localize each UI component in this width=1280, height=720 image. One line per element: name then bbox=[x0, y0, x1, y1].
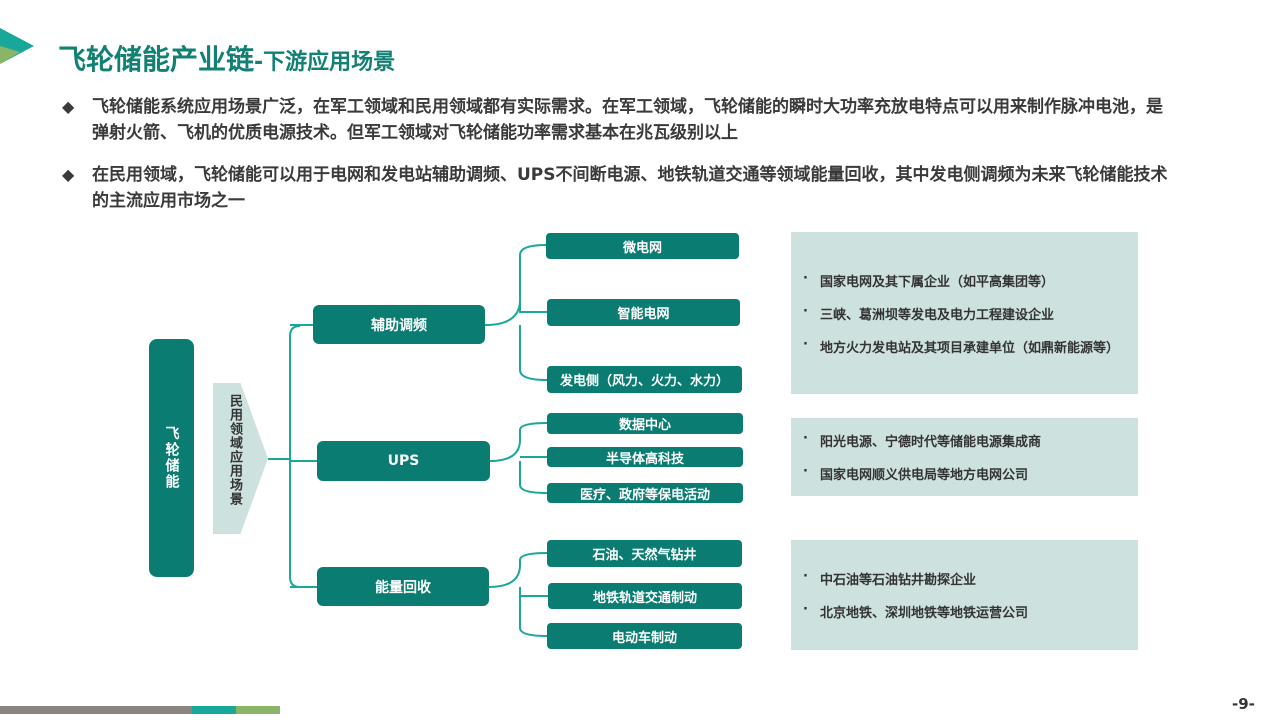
company-item: ·北京地铁、深圳地铁等地铁运营公司 bbox=[803, 602, 1028, 621]
companies-panel-frequency: ·国家电网及其下属企业（如平高集团等） ·三峡、葛洲坝等发电及电力工程建设企业 … bbox=[791, 232, 1138, 394]
bullet-text: 在民用领域，飞轮储能可以用于电网和发电站辅助调频、UPS不间断电源、地铁轨道交通… bbox=[92, 165, 1168, 211]
group-node-ups: UPS bbox=[317, 441, 490, 481]
company-item: ·国家电网及其下属企业（如平高集团等） bbox=[803, 270, 1054, 290]
group-node-frequency: 辅助调频 bbox=[313, 305, 485, 344]
bullet-item: ◆ 飞轮储能系统应用场景广泛，在军工领域和民用领域都有实际需求。在军工领域，飞轮储… bbox=[62, 94, 1172, 146]
item-node: 微电网 bbox=[546, 233, 739, 259]
item-node: 医疗、政府等保电活动 bbox=[547, 483, 743, 503]
item-node: 半导体高科技 bbox=[547, 447, 743, 467]
company-item: ·阳光电源、宁德时代等储能电源集成商 bbox=[803, 431, 1041, 450]
title-sub: -下游应用场景 bbox=[254, 50, 396, 75]
title-main: 飞轮储能产业链 bbox=[58, 43, 255, 76]
group-node-energy-recovery: 能量回收 bbox=[317, 567, 489, 606]
companies-panel-energy-recovery: ·中石油等石油钻井勘探企业 ·北京地铁、深圳地铁等地铁运营公司 bbox=[791, 540, 1138, 650]
diamond-bullet-icon: ◆ bbox=[62, 97, 75, 116]
root-node: 飞轮储能 bbox=[149, 339, 194, 577]
company-item: ·国家电网顺义供电局等地方电网公司 bbox=[803, 464, 1028, 483]
scope-label: 民用领域应用场景 bbox=[227, 394, 242, 506]
bullet-item: ◆ 在民用领域，飞轮储能可以用于电网和发电站辅助调频、UPS不间断电源、地铁轨道交… bbox=[62, 162, 1172, 214]
item-node: 地铁轨道交通制动 bbox=[548, 583, 742, 609]
company-item: ·地方火力发电站及其项目承建单位（如鼎新能源等） bbox=[803, 336, 1119, 356]
page-title: 飞轮储能产业链-下游应用场景 bbox=[58, 38, 395, 78]
item-node: 智能电网 bbox=[547, 299, 740, 326]
item-node: 数据中心 bbox=[547, 413, 743, 434]
bullet-text: 飞轮储能系统应用场景广泛，在军工领域和民用领域都有实际需求。在军工领域，飞轮储能… bbox=[92, 97, 1163, 143]
companies-panel-ups: ·阳光电源、宁德时代等储能电源集成商 ·国家电网顺义供电局等地方电网公司 bbox=[791, 418, 1138, 496]
page-number: -9- bbox=[1232, 695, 1255, 713]
item-node: 发电侧（风力、火力、水力） bbox=[547, 366, 742, 393]
diamond-bullet-icon: ◆ bbox=[62, 165, 75, 184]
company-item: ·三峡、葛洲坝等发电及电力工程建设企业 bbox=[803, 303, 1054, 323]
item-node: 石油、天然气钻井 bbox=[547, 540, 742, 567]
item-node: 电动车制动 bbox=[547, 623, 742, 649]
company-item: ·中石油等石油钻井勘探企业 bbox=[803, 569, 976, 588]
